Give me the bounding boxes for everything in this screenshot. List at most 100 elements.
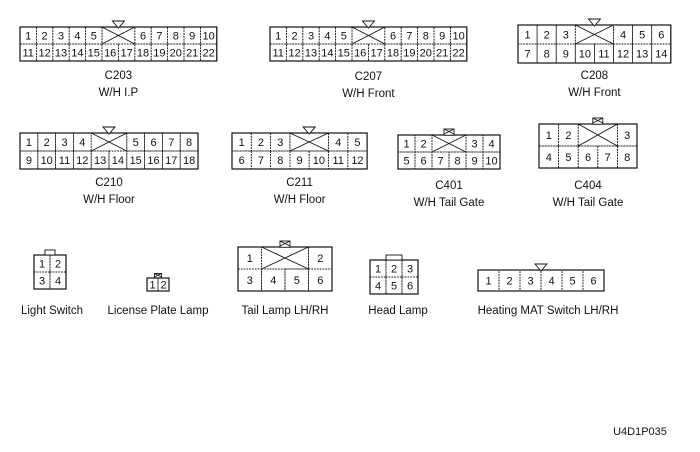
lock-tab-icon	[443, 128, 455, 136]
pin-number: 4	[270, 275, 276, 287]
pin-number: 6	[585, 152, 591, 164]
pin-number: 10	[41, 155, 53, 167]
pin-number: 6	[420, 156, 426, 168]
pin-number: 5	[91, 31, 97, 43]
pin-number: 7	[156, 31, 162, 43]
pin-number: 4	[335, 137, 341, 149]
pin-number: 14	[112, 155, 124, 167]
pin-number: 1	[149, 280, 155, 292]
pin-number: 7	[605, 152, 611, 164]
pin-number: 21	[436, 48, 448, 60]
pin-number: 6	[658, 30, 664, 42]
pin-number: 8	[277, 155, 283, 167]
blank-cross	[431, 134, 467, 153]
pin-number: 22	[452, 48, 464, 60]
lock-tab-icon	[385, 254, 403, 261]
pin-number: 6	[590, 276, 596, 288]
pin-cell	[651, 43, 672, 64]
pin-number: 8	[624, 152, 630, 164]
pin-cell	[49, 254, 67, 273]
key-triangle-icon	[361, 20, 376, 29]
pin-number: 3	[61, 137, 67, 149]
pin-number: 17	[370, 48, 382, 60]
pin-cell	[385, 259, 403, 278]
pin-number: 1	[39, 259, 45, 271]
lock-tab-icon	[279, 240, 291, 247]
pin-number: 20	[170, 48, 182, 60]
pin-number: 13	[305, 48, 317, 60]
blank-cross	[577, 123, 618, 147]
pin-number: 4	[74, 31, 80, 43]
pin-number: 4	[546, 152, 552, 164]
pin-cell	[49, 271, 67, 290]
pin-number: 8	[186, 137, 192, 149]
blank-cross	[90, 132, 128, 152]
pin-number: 1	[247, 253, 253, 265]
connector-description: Head Lamp	[368, 305, 427, 317]
connector-description: W/H Front	[568, 87, 621, 99]
pin-number: 3	[527, 276, 533, 288]
pin-cell	[558, 145, 579, 169]
pin-number: 4	[324, 31, 330, 43]
connector-description: W/H Floor	[274, 194, 326, 206]
pin-number: 8	[423, 31, 429, 43]
pin-number: 7	[437, 156, 443, 168]
pin-number: 10	[202, 31, 214, 43]
pin-cell	[594, 43, 614, 64]
pin-cell	[101, 26, 136, 45]
pin-number: 2	[258, 137, 264, 149]
pin-number: 3	[277, 137, 283, 149]
lock-tab-icon	[592, 117, 603, 124]
connector-description: W/H Tail Gate	[553, 197, 624, 209]
pin-cell	[179, 132, 199, 152]
pin-number: 12	[617, 49, 629, 61]
pin-number: 18	[387, 48, 399, 60]
pin-number: 3	[407, 264, 413, 276]
pin-number: 10	[579, 49, 591, 61]
pin-number: 9	[471, 156, 477, 168]
pin-number: 18	[137, 48, 149, 60]
pin-number: 16	[147, 155, 159, 167]
pin-number: 1	[403, 139, 409, 151]
pin-number: 22	[202, 48, 214, 60]
pin-cell	[369, 276, 387, 295]
pin-cell	[369, 259, 387, 278]
pin-number: 10	[313, 155, 325, 167]
pin-number: 8	[173, 31, 179, 43]
pin-number: 17	[120, 48, 132, 60]
pin-number: 10	[452, 31, 464, 43]
pin-number: 16	[354, 48, 366, 60]
pin-cell	[179, 150, 199, 170]
pin-number: 5	[133, 137, 139, 149]
connector-description: W/H Tail Gate	[414, 197, 485, 209]
pin-cell	[632, 43, 653, 64]
pin-number: 1	[239, 137, 245, 149]
pin-number: 2	[506, 276, 512, 288]
connector-description: License Plate Lamp	[107, 305, 208, 317]
pin-number: 4	[375, 281, 381, 293]
pin-cell	[482, 151, 501, 170]
pin-number: 4	[548, 276, 554, 288]
connector-description: Tail Lamp LH/RH	[242, 305, 329, 317]
blank-cross	[101, 26, 136, 45]
blank-cross	[351, 26, 386, 45]
pin-number: 3	[247, 275, 253, 287]
connector-description: W/H Front	[342, 88, 395, 100]
connector-description: Heating MAT Switch LH/RH	[478, 305, 619, 317]
pin-number: 5	[391, 281, 397, 293]
pin-number: 12	[351, 155, 363, 167]
pin-cell	[146, 277, 159, 292]
pin-number: 5	[639, 30, 645, 42]
pin-number: 20	[420, 48, 432, 60]
pin-number: 18	[183, 155, 195, 167]
pin-number: 15	[88, 48, 100, 60]
pin-number: 1	[375, 264, 381, 276]
key-triangle-icon	[102, 126, 116, 135]
pin-number: 2	[55, 259, 61, 271]
pin-number: 9	[189, 31, 195, 43]
key-triangle-icon	[302, 126, 317, 135]
